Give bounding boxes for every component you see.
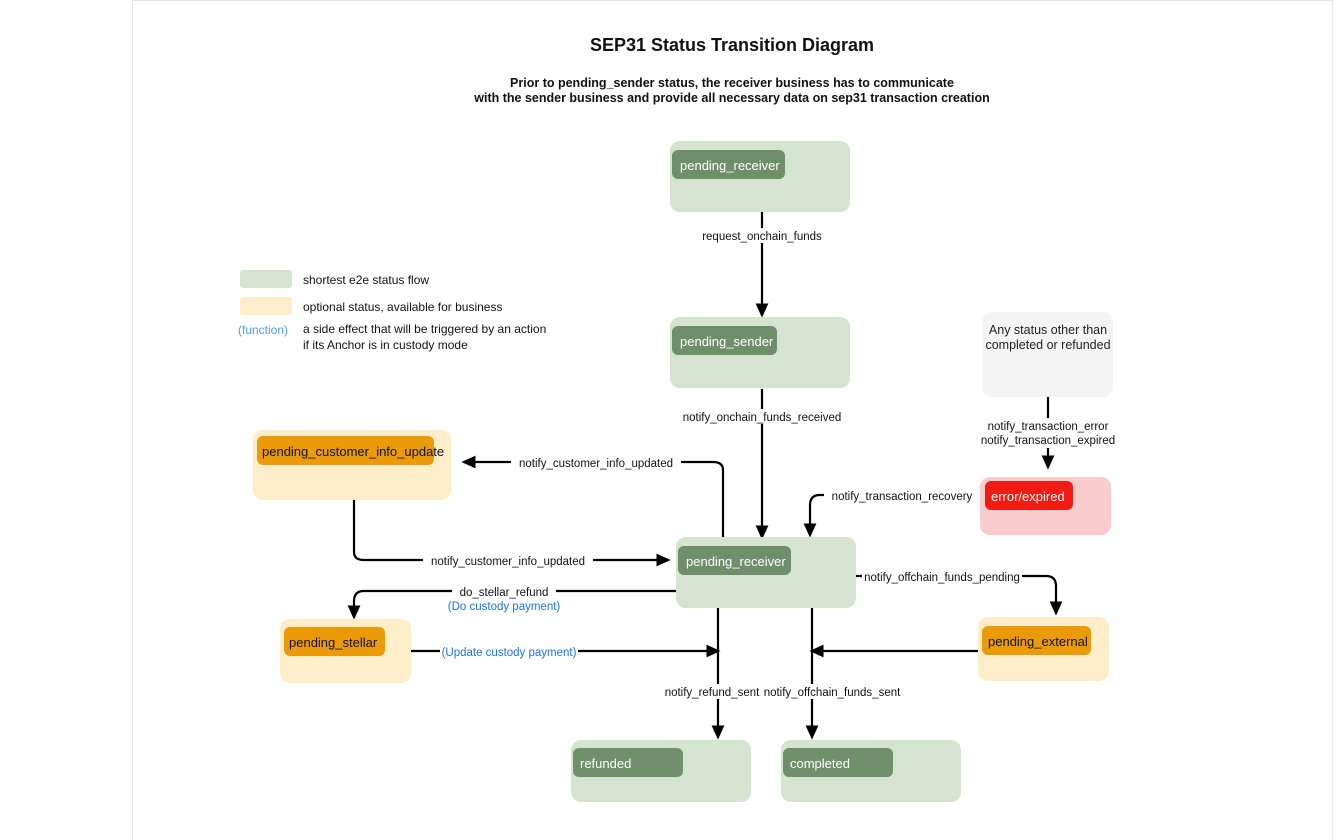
legend: shortest e2e status flow optional status… (238, 270, 546, 352)
node-chip (284, 627, 385, 656)
legend-function-desc-1: a side effect that will be triggered by … (303, 322, 546, 336)
node-chip (573, 748, 683, 777)
edge-label-do-custody-payment: (Do custody payment) (448, 601, 561, 613)
node-label: pending_receiver (680, 158, 780, 173)
node-label: pending_customer_info_update (262, 444, 444, 459)
node-label: refunded (580, 756, 631, 771)
node-label: completed (790, 756, 850, 771)
edge-label-notify-onchain-funds-received: notify_onchain_funds_received (683, 412, 842, 424)
subtitle-line-2: with the sender business and provide all… (473, 91, 989, 105)
edge-label-notify-transaction-error: notify_transaction_error (988, 421, 1109, 433)
node-chip (985, 481, 1073, 510)
node-label-line-1: Any status other than (989, 323, 1107, 337)
node-chip (783, 748, 893, 777)
edge-notify-offchain-funds-pending (856, 574, 1063, 616)
edge-label-layer: request_onchain_funds notify_onchain_fun… (423, 228, 1115, 699)
edge-notify-customer-info-updated-down (352, 500, 671, 567)
edge-label-request-onchain-funds: request_onchain_funds (702, 231, 822, 243)
node-pending-external[interactable]: pending_external (978, 617, 1109, 681)
node-chip (257, 436, 434, 465)
edge-label-notify-refund-sent: notify_refund_sent (665, 687, 760, 699)
node-label: pending_stellar (289, 635, 378, 650)
edge-label-notify-transaction-expired: notify_transaction_expired (981, 435, 1115, 447)
node-label: error/expired (991, 489, 1065, 504)
legend-label-green: shortest e2e status flow (303, 273, 429, 287)
legend-swatch-green (240, 270, 292, 288)
page-title: SEP31 Status Transition Diagram (590, 35, 874, 55)
node-chip (982, 626, 1091, 655)
node-label: pending_external (988, 634, 1088, 649)
legend-label-cream: optional status, available for business (303, 300, 502, 314)
edge-label-notify-offchain-funds-pending: notify_offchain_funds_pending (864, 572, 1020, 584)
subtitle-line-1: Prior to pending_sender status, the rece… (510, 76, 954, 90)
node-pending-stellar[interactable]: pending_stellar (280, 619, 411, 683)
node-chip (672, 326, 777, 355)
node-pending-sender[interactable]: pending_sender (670, 317, 850, 388)
node-chip (678, 546, 791, 575)
node-any-status[interactable]: Any status other than completed or refun… (982, 312, 1113, 397)
legend-function-desc-2: if its Anchor is in custody mode (303, 338, 468, 352)
edge-do-stellar-refund (347, 589, 678, 620)
node-error-expired[interactable]: error/expired (980, 477, 1111, 535)
frame-left-border (132, 0, 133, 840)
legend-function-key: (function) (238, 323, 288, 337)
node-chip (672, 150, 785, 179)
edge-label-notify-offchain-funds-sent: notify_offchain_funds_sent (764, 687, 901, 699)
edge-label-do-stellar-refund: do_stellar_refund (460, 587, 549, 599)
edge-label-notify-customer-info-updated-up: notify_customer_info_updated (519, 458, 673, 470)
node-label: pending_sender (680, 334, 774, 349)
edge-label-update-custody-payment: (Update custody payment) (442, 647, 577, 659)
node-completed[interactable]: completed (781, 740, 961, 802)
edge-label-notify-customer-info-updated-down: notify_customer_info_updated (431, 556, 585, 568)
node-pending-customer-info-update[interactable]: pending_customer_info_update (253, 430, 451, 500)
node-label-line-2: completed or refunded (985, 338, 1110, 352)
node-pending-receiver-mid[interactable]: pending_receiver (676, 537, 856, 608)
edge-notify-transaction-recovery (803, 493, 980, 538)
frame-top-border (132, 0, 1333, 1)
node-body (982, 312, 1113, 397)
edge-notify-customer-info-updated-up (461, 455, 725, 538)
node-pending-receiver-top[interactable]: pending_receiver (670, 141, 850, 212)
node-label: pending_receiver (686, 554, 786, 569)
node-refunded[interactable]: refunded (571, 740, 751, 802)
legend-swatch-cream (240, 297, 292, 315)
edge-label-notify-transaction-recovery: notify_transaction_recovery (832, 491, 973, 503)
